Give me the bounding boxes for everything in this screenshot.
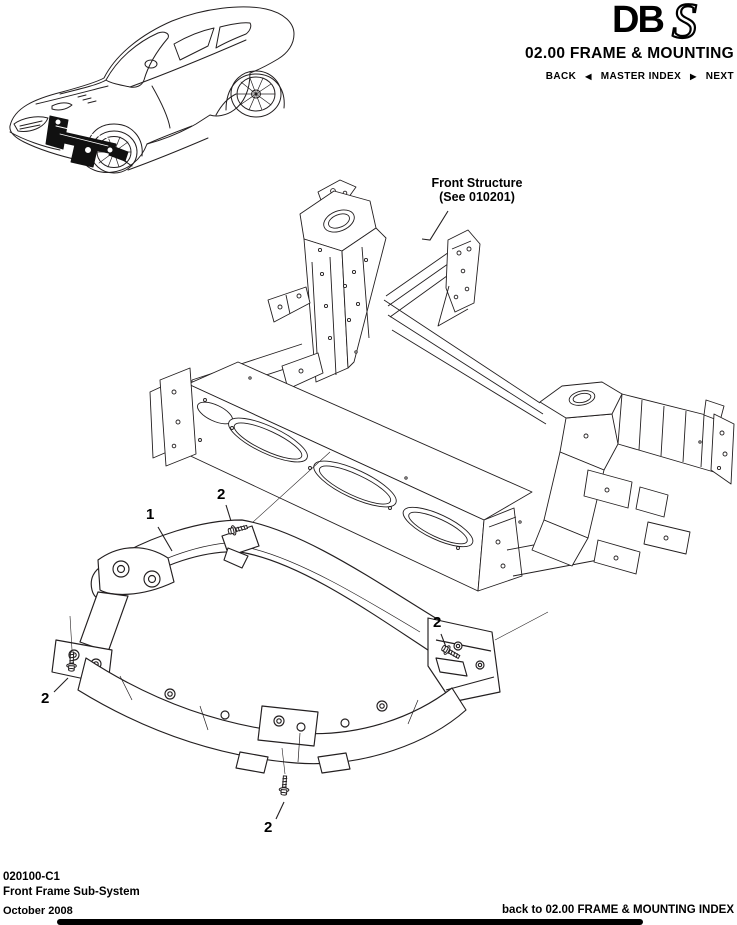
bottom-bar — [57, 919, 643, 925]
front-structure-callout-line1: Front Structure — [431, 176, 523, 190]
section-title: 02.00 FRAME & MOUNTING — [525, 45, 734, 62]
bolt-callout-number: 2 — [217, 486, 226, 503]
nav-back-arrow-icon: ◀ — [585, 71, 592, 81]
subframe-callout-number: 1 — [146, 506, 155, 523]
front-structure-callout-line2: (See 010201) — [439, 190, 515, 204]
doc-code: 020100-C1 — [3, 871, 60, 883]
front-structure-drawing — [149, 179, 735, 592]
nav-next-button[interactable]: NEXT — [705, 71, 734, 82]
dbs-logo: DB S — [612, 0, 698, 44]
bolt-icon — [278, 775, 291, 796]
nav-back-button[interactable]: BACK — [545, 71, 577, 82]
front-structure-callout: Front Structure (See 010201) — [407, 176, 547, 204]
callout-leader-lines — [53, 210, 449, 820]
nav-next-arrow-icon: ▶ — [690, 71, 697, 81]
bolt-callout-number: 2 — [264, 819, 273, 836]
car-overview-illustration — [9, 6, 295, 174]
header-nav: BACK ◀ MASTER INDEX ▶ NEXT — [525, 71, 734, 82]
nav-master-index-button[interactable]: MASTER INDEX — [600, 71, 682, 82]
page-header: DB S 02.00 FRAME & MOUNTING BACK ◀ MASTE… — [525, 0, 734, 82]
bolt-callout-number: 2 — [433, 614, 442, 631]
subframe-drawing — [51, 451, 549, 775]
dbs-logo-db: DB — [612, 0, 663, 41]
dbs-logo-s: S — [672, 0, 697, 44]
issue-date: October 2008 — [3, 905, 73, 917]
index-back-link[interactable]: back to 02.00 FRAME & MOUNTING INDEX — [502, 904, 734, 916]
subsystem-title: Front Frame Sub-System — [3, 886, 140, 898]
bolt-callout-number: 2 — [41, 690, 50, 707]
